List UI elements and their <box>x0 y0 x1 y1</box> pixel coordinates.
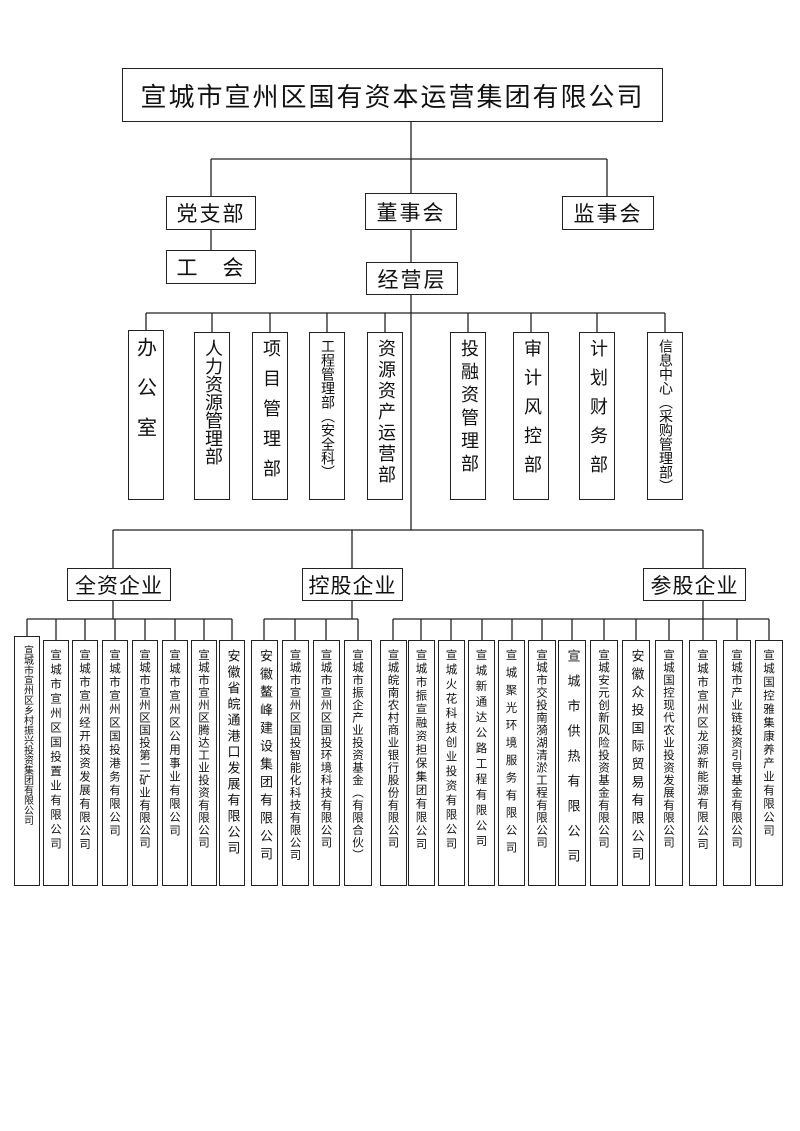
party-branch-box: 党支部 <box>166 196 256 230</box>
root-company-label: 宣城市宣州区国有资本运营集团有限公司 <box>140 82 645 113</box>
company-label: 宣城国控雅集康养产业有限公司 <box>762 649 776 838</box>
company-box: 宣城市振企产业投资基金（有限合伙） <box>344 640 372 886</box>
company-box: 宣城皖南农村商业银行股份有限公司 <box>380 640 407 886</box>
management-label: 经营层 <box>377 267 447 292</box>
company-box: 宣城安元创新风险投资基金有限公司 <box>590 640 618 886</box>
root-company-box: 宣城市宣州区国有资本运营集团有限公司 <box>122 68 663 122</box>
company-box: 宣城市交投南漪湖清淤工程有限公司 <box>528 640 556 886</box>
holding-category-box: 控股企业 <box>302 568 403 601</box>
company-label: 宣城市振宣融资担保集团有限公司 <box>414 649 429 852</box>
company-box: 宣城市宣州区国投港务有限公司 <box>102 640 128 886</box>
department-box: 投融资管理部 <box>450 332 486 500</box>
department-box: 人力资源管理部 <box>194 332 230 500</box>
department-label: 投融资管理部 <box>458 339 479 477</box>
party-branch-label: 党支部 <box>176 202 246 226</box>
company-box: 宣城市宣州区国投环境科技有限公司 <box>313 640 340 886</box>
company-label: 安徽省皖通港口发展有限公司 <box>224 649 240 857</box>
department-label: 计划财务部 <box>587 339 608 484</box>
company-label: 宣城市宣州区国投第二矿业有限公司 <box>138 649 152 849</box>
board-box: 董事会 <box>365 193 457 230</box>
company-label: 宣城市宣州区国投环境科技有限公司 <box>319 649 334 849</box>
company-box: 安徽鳌峰建设集团有限公司 <box>251 640 278 886</box>
company-label: 宣城市宣州区乡村振兴投资集团有限公司 <box>21 645 33 825</box>
supervisory-board-box: 监事会 <box>562 196 654 230</box>
company-label: 安徽众投国际贸易有限公司 <box>628 649 644 865</box>
company-label: 宣城市宣州区国投智能化科技有限公司 <box>288 649 303 862</box>
company-box: 宣城市宣州区公用事业有限公司 <box>162 640 188 886</box>
company-box: 宣城国控现代农业投资发展有限公司 <box>655 640 683 886</box>
department-box: 办 公 室 <box>128 330 164 500</box>
department-label: 办 公 室 <box>133 337 158 437</box>
department-box: 工程管理部（安全科） <box>309 332 345 500</box>
company-label: 宣城安元创新风险投资基金有限公司 <box>597 649 611 849</box>
company-box: 宣城国控雅集康养产业有限公司 <box>755 640 783 886</box>
company-label: 宣城市交投南漪湖清淤工程有限公司 <box>535 649 549 849</box>
participating-category-label: 参股企业 <box>650 573 739 598</box>
wholly-owned-category-label: 全资企业 <box>75 573 163 598</box>
company-label: 宣城国控现代农业投资发展有限公司 <box>662 649 676 849</box>
department-label: 审计风控部 <box>521 339 542 484</box>
company-box: 宣城市宣州经开投资发展有限公司 <box>72 640 98 886</box>
department-box: 信息中心（采购管理部） <box>647 332 683 500</box>
department-box: 资源资产运营部 <box>367 332 403 500</box>
company-box: 宣城市产业链投资引导基金有限公司 <box>723 640 751 886</box>
labor-union-label: 工 会 <box>176 256 246 280</box>
department-label: 工程管理部（安全科） <box>319 339 335 479</box>
labor-union-box: 工 会 <box>166 250 256 284</box>
company-box: 安徽众投国际贸易有限公司 <box>622 640 650 886</box>
company-label: 宣城市宣州区国投置业有限公司 <box>49 649 63 852</box>
department-box: 审计风控部 <box>513 332 549 500</box>
company-box: 宣城市宣州区国投置业有限公司 <box>43 640 69 886</box>
company-box: 宣城新通达公路工程有限公司 <box>468 640 495 886</box>
company-label: 宣城市宣州区公用事业有限公司 <box>168 649 182 838</box>
company-box: 宣城市宣州区乡村振兴投资集团有限公司 <box>14 636 40 886</box>
company-label: 宣城皖南农村商业银行股份有限公司 <box>386 649 401 849</box>
company-box: 宣城市宣州区国投第二矿业有限公司 <box>132 640 158 886</box>
company-label: 宣城市振企产业投资基金（有限合伙） <box>351 649 365 862</box>
department-box: 计划财务部 <box>579 332 615 500</box>
company-label: 宣城新通达公路工程有限公司 <box>474 649 489 851</box>
company-box: 宣城市宣州区腾达工业投资有限公司 <box>191 640 217 886</box>
company-label: 宣城市宣州区腾达工业投资有限公司 <box>197 649 211 849</box>
company-label: 宣城市供热有限公司 <box>564 649 580 874</box>
company-label: 宣城火花科技创业投资有限公司 <box>444 649 459 852</box>
holding-category-label: 控股企业 <box>308 573 397 598</box>
department-label: 资源资产运营部 <box>375 339 396 486</box>
department-box: 项目管理部 <box>252 332 288 500</box>
management-box: 经营层 <box>366 262 458 295</box>
company-box: 宣城市宣州区国投智能化科技有限公司 <box>282 640 309 886</box>
wholly-owned-category-box: 全资企业 <box>67 568 171 601</box>
supervisory-board-label: 监事会 <box>573 202 643 226</box>
company-label: 宣城市宣州区龙源新能源有限公司 <box>696 649 710 852</box>
department-label: 人力资源管理部 <box>202 339 223 465</box>
department-label: 信息中心（采购管理部） <box>657 339 673 493</box>
company-label: 宣城市宣州区国投港务有限公司 <box>108 649 122 838</box>
company-label: 安徽鳌峰建设集团有限公司 <box>257 649 272 865</box>
company-box: 宣城市供热有限公司 <box>558 640 586 886</box>
company-box: 宣城市宣州区龙源新能源有限公司 <box>689 640 717 886</box>
participating-category-box: 参股企业 <box>643 568 746 601</box>
company-label: 宣城市产业链投资引导基金有限公司 <box>730 649 744 849</box>
board-label: 董事会 <box>376 200 446 225</box>
company-box: 宣城市振宣融资担保集团有限公司 <box>408 640 435 886</box>
department-label: 项目管理部 <box>260 339 281 489</box>
company-label: 宣城市宣州经开投资发展有限公司 <box>78 649 92 852</box>
company-box: 宣城聚光环境服务有限公司 <box>498 640 525 886</box>
company-box: 安徽省皖通港口发展有限公司 <box>219 640 245 886</box>
company-box: 宣城火花科技创业投资有限公司 <box>438 640 465 886</box>
company-label: 宣城聚光环境服务有限公司 <box>504 649 519 859</box>
